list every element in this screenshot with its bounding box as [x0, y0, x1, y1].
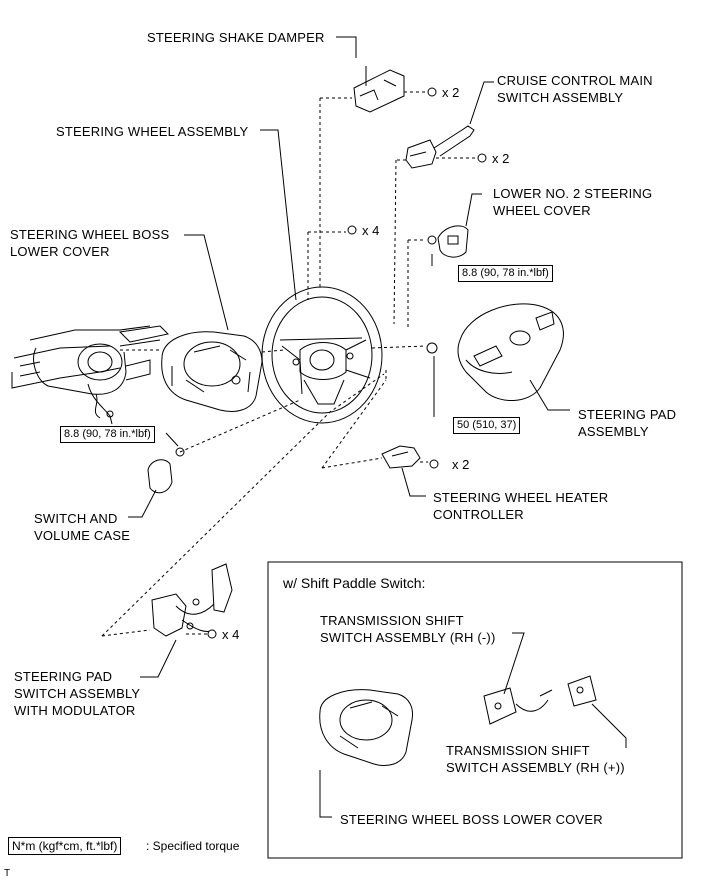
- fasteners: [175, 87, 487, 639]
- corner-mark: T: [4, 868, 11, 879]
- cruise-switch-part: [405, 125, 475, 169]
- assembly-dashed-lines: [101, 91, 476, 637]
- switch-volume-case-part: [147, 459, 173, 494]
- label-pad-switch-line3: WITH MODULATOR: [14, 703, 136, 718]
- label-steering-wheel-assembly: STEERING WHEEL ASSEMBLY: [56, 124, 249, 139]
- label-pad-switch-line1: STEERING PAD: [14, 669, 113, 684]
- steering-pad-part: [457, 303, 564, 402]
- heater-controller-part: [381, 445, 421, 469]
- label-steering-pad-line1: STEERING PAD: [578, 407, 677, 422]
- label-switch-volume-line1: SWITCH AND: [34, 511, 118, 526]
- lower-no2-cover-part: [437, 225, 469, 258]
- label-steering-shake-damper: STEERING SHAKE DAMPER: [147, 30, 325, 45]
- label-pad-switch-line2: SWITCH ASSEMBLY: [14, 686, 141, 701]
- qty-heater: x 2: [452, 457, 470, 472]
- legend-text: : Specified torque: [146, 839, 240, 853]
- label-lower-no2-line1: LOWER NO. 2 STEERING: [493, 186, 653, 201]
- pad-switch-assembly-part: [151, 563, 233, 637]
- torque-box-boss-screw: 8.8 (90, 78 in.*lbf): [60, 426, 155, 443]
- inset-frame: [267, 561, 683, 859]
- torque-box-cover-screw: 8.8 (90, 78 in.*lbf): [458, 265, 553, 282]
- qty-pad-switch: x 4: [222, 627, 240, 642]
- label-heater-line1: STEERING WHEEL HEATER: [433, 490, 609, 505]
- qty-cover: x 4: [362, 223, 380, 238]
- label-cruise-control-line1: CRUISE CONTROL MAIN: [497, 73, 653, 88]
- label-boss-lower-line1: STEERING WHEEL BOSS: [10, 227, 170, 242]
- legend-unit-box: N*m (kgf*cm, ft.*lbf): [8, 837, 122, 855]
- inset-leader-lines: [319, 632, 627, 818]
- steering-wheel-part: [261, 286, 383, 424]
- qty-shake-damper: x 2: [442, 85, 460, 100]
- label-cruise-control-line2: SWITCH ASSEMBLY: [497, 90, 624, 105]
- steering-column: [11, 325, 170, 425]
- qty-cruise: x 2: [492, 151, 510, 166]
- label-switch-volume-line2: VOLUME CASE: [34, 528, 131, 543]
- inset-title: w/ Shift Paddle Switch:: [283, 575, 426, 591]
- inset-parts: [319, 675, 597, 766]
- label-lower-no2-line2: WHEEL COVER: [493, 203, 591, 218]
- label-heater-line2: CONTROLLER: [433, 507, 524, 522]
- label-rh-plus-line2: SWITCH ASSEMBLY (RH (+)): [446, 760, 625, 775]
- label-boss-lower-line2: LOWER COVER: [10, 244, 110, 259]
- label-steering-pad-line2: ASSEMBLY: [578, 424, 649, 439]
- torque-box-pad-nut: 50 (510, 37): [453, 417, 521, 434]
- leader-lines: [128, 36, 570, 678]
- boss-lower-cover-part: [161, 331, 263, 412]
- label-inset-boss-cover: STEERING WHEEL BOSS LOWER COVER: [340, 812, 603, 827]
- shake-damper-part: [353, 66, 405, 113]
- label-rh-plus-line1: TRANSMISSION SHIFT: [446, 743, 590, 758]
- label-rh-minus-line1: TRANSMISSION SHIFT: [320, 613, 464, 628]
- label-rh-minus-line2: SWITCH ASSEMBLY (RH (-)): [320, 630, 496, 645]
